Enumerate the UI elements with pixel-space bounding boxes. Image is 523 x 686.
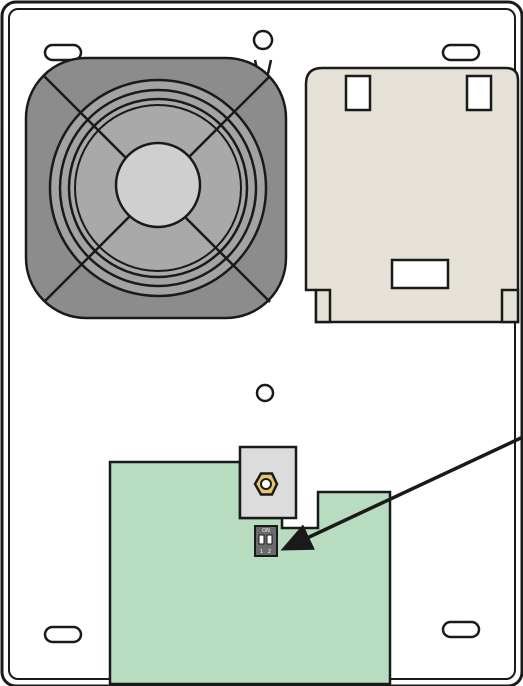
dip-switch-body <box>254 525 278 557</box>
pointer-arrow <box>280 435 523 551</box>
fan-hub <box>114 141 202 229</box>
cover-tab-right <box>465 74 493 112</box>
dip-switch: ON 1 2 <box>254 525 278 557</box>
dip-switch-on-label: ON <box>262 528 270 534</box>
cover-plate <box>304 66 520 324</box>
mount-slot-bottom-left <box>43 625 83 644</box>
cover-slot <box>390 258 450 290</box>
fan-ring-2 <box>58 88 258 288</box>
center-screw-hole <box>255 383 275 403</box>
mount-slot-top-left <box>43 43 83 62</box>
connector-bracket <box>238 445 298 520</box>
mount-slot-bottom-right <box>441 620 481 639</box>
dip-switch-lever-2 <box>266 534 273 545</box>
cover-foot-left <box>314 288 332 324</box>
fan-ring-4 <box>74 104 242 272</box>
dip-switch-position-2: 2 <box>268 549 271 555</box>
hex-nut-hole <box>260 478 272 490</box>
dip-switch-lever-1 <box>258 534 265 545</box>
fan-grille <box>24 56 288 320</box>
dip-switch-position-1: 1 <box>260 549 263 555</box>
cover-foot-right <box>500 288 520 324</box>
mount-slot-top-right <box>441 43 481 62</box>
cover-tab-left <box>344 74 372 112</box>
